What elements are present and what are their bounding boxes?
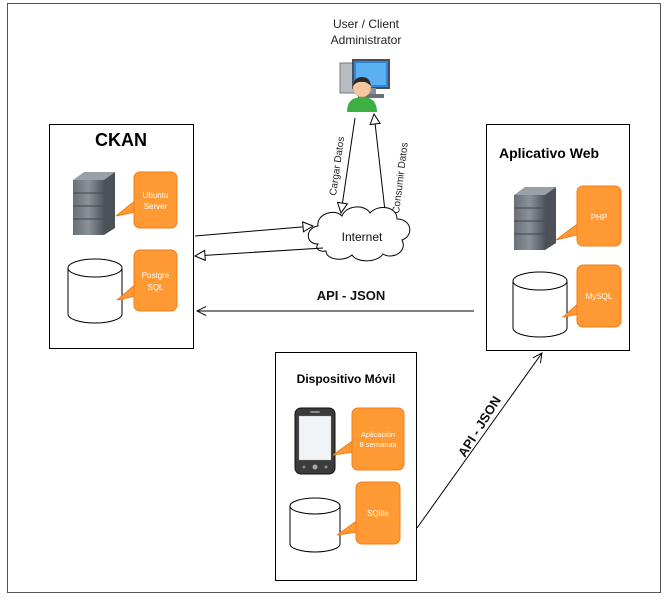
ckan-to-internet-arrow — [194, 226, 313, 237]
internet-cloud: Internet — [307, 206, 411, 262]
api-json-diagonal-arrow — [416, 353, 542, 529]
internet-label: Internet — [342, 230, 383, 244]
app-note: Aplicación 8 semanas — [332, 407, 405, 471]
mobile-title: Dispositivo Móvil — [297, 372, 396, 386]
database-icon — [67, 258, 123, 324]
consumir-datos-arrow — [374, 114, 386, 212]
mobile-device-box: Dispositivo Móvil Aplicación 8 semanas S… — [275, 352, 417, 581]
php-note-label: PHP — [591, 213, 607, 222]
app-note-line2: 8 semanas — [360, 440, 397, 449]
php-note: PHP — [555, 185, 622, 247]
app-note-line1: Aplicación — [361, 430, 395, 439]
ckan-title: CKAN — [95, 130, 147, 150]
database-icon — [289, 497, 341, 553]
client-label-line2: Administrator — [331, 33, 402, 47]
sqlite-note: SQlite — [336, 481, 401, 545]
web-app-title: Aplicativo Web — [499, 145, 599, 161]
postgres-note-line2: SQL — [147, 283, 164, 292]
ubuntu-note-line1: Ubuntu — [143, 191, 169, 200]
cargar-datos-arrow — [341, 117, 356, 213]
mysql-note-label: MySQL — [586, 292, 613, 301]
api-json-horizontal-label: API - JSON — [317, 288, 386, 303]
client-node: User / Client Administrator — [331, 17, 402, 112]
client-label-line1: User / Client — [333, 17, 400, 31]
smartphone-icon — [294, 407, 336, 475]
server-icon — [73, 172, 115, 235]
database-icon — [512, 271, 568, 338]
person-icon — [347, 77, 377, 112]
internet-to-ckan-arrow — [195, 247, 324, 256]
postgresql-note: Postgre SQL — [116, 249, 178, 312]
server-icon — [514, 187, 556, 250]
ckan-box: CKAN Ubuntu Server Postgre SQL — [49, 124, 194, 349]
sqlite-note-label: SQlite — [367, 509, 389, 518]
web-app-box: Aplicativo Web PHP MySQL — [486, 124, 630, 351]
ubuntu-note-line2: Server — [144, 202, 168, 211]
mysql-note: MySQL — [561, 264, 622, 328]
ubuntu-server-note: Ubuntu Server — [115, 171, 178, 229]
postgres-note-line1: Postgre — [142, 271, 170, 280]
